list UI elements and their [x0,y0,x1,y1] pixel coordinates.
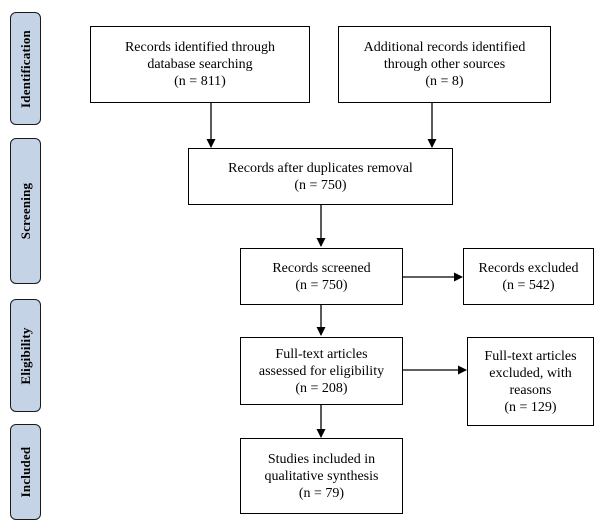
box-database-line2: database searching [147,57,253,72]
box-other-count: (n = 8) [425,74,464,89]
box-included-line2: qualitative synthesis [264,468,379,484]
box-other-line2: through other sources [383,57,506,72]
box-records-excluded: Records excluded (n = 542) [463,248,594,305]
box-screened-count: (n = 750) [295,277,348,293]
box-other-line1: Additional records identified [363,40,526,55]
box-fulltext-excluded: Full-text articles excluded, with reason… [467,337,594,426]
phase-screening: Screening [10,138,41,284]
box-fulltext-count: (n = 208) [295,380,348,396]
box-database-records: Records identified through database sear… [90,26,310,103]
box-duplicates-line1: Records after duplicates removal [228,160,413,176]
phase-identification: Identification [10,12,41,125]
box-other-records: Additional records identified through ot… [338,26,551,103]
box-fulltext-excluded-line2: excluded, with [489,365,572,381]
box-excluded-count: (n = 542) [502,277,555,293]
box-excluded-line1: Records excluded [478,260,579,276]
box-fulltext-line1: Full-text articles [275,346,368,362]
box-fulltext-line2: assessed for eligibility [258,363,385,379]
box-fulltext-excluded-line3: reasons [509,382,552,398]
box-fulltext-assessed: Full-text articles assessed for eligibil… [240,337,403,405]
box-duplicates-removed: Records after duplicates removal (n = 75… [188,148,453,205]
box-duplicates-count: (n = 750) [294,177,347,193]
phase-eligibility: Eligibility [10,299,41,412]
box-fulltext-excluded-line1: Full-text articles [484,348,577,364]
box-included-count: (n = 79) [298,485,345,501]
box-screened-line1: Records screened [272,260,371,276]
box-database-count: (n = 811) [174,74,226,89]
box-included-line1: Studies included in [267,451,376,467]
box-fulltext-excluded-count: (n = 129) [504,399,557,415]
phase-included: Included [10,424,41,520]
box-database-line1: Records identified through [124,40,276,55]
box-records-screened: Records screened (n = 750) [240,248,403,305]
box-studies-included: Studies included in qualitative synthesi… [240,438,403,514]
